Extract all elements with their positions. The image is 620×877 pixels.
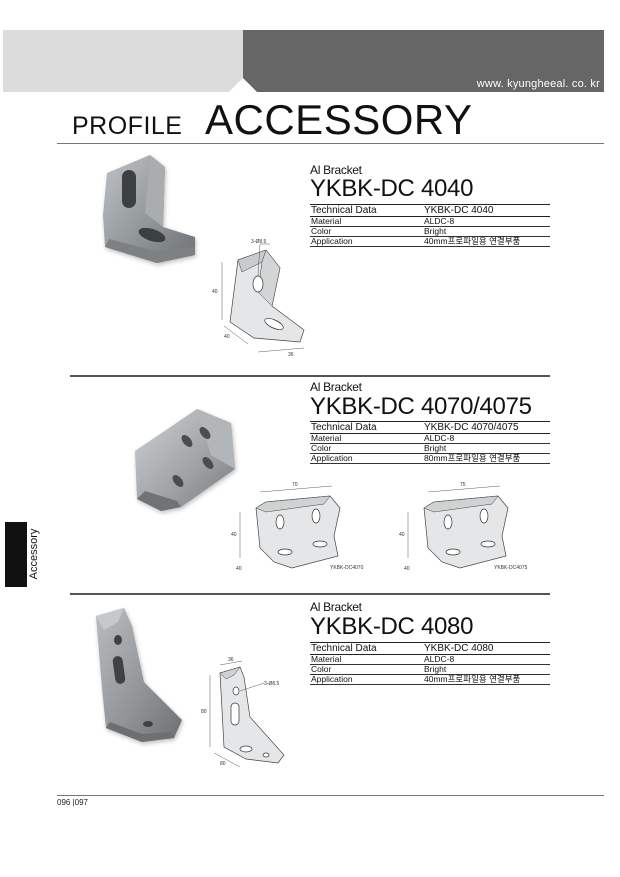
spec-value: ALDC-8	[423, 433, 550, 444]
spec-header-row: Technical Data YKBK-DC 4070/4075	[310, 421, 550, 434]
side-tab-label: Accessory	[28, 528, 40, 580]
dim-width: 70	[292, 482, 298, 488]
spec-table: Technical Data YKBK-DC 4080 Material ALD…	[310, 642, 550, 685]
spec-value: Bright	[423, 443, 550, 454]
spec-row: Application 80mm프로파일용 연결부품	[310, 453, 550, 464]
spec-row: Application 40mm프로파일용 연결부품	[310, 236, 550, 247]
spec-header-label: Technical Data	[310, 204, 423, 217]
technical-drawing-4080: 36 80 80 3-Ø8.5	[201, 657, 285, 768]
spec-value: Bright	[423, 664, 550, 675]
technical-drawing-4070: 70 40 40 YKBK-DC4070	[231, 482, 364, 572]
product-model: YKBK-DC 4080	[310, 613, 474, 640]
section-divider	[70, 375, 550, 377]
page-title-small: PROFILE	[72, 112, 183, 140]
spec-label: Application	[310, 674, 423, 685]
dim-width: 36	[288, 352, 294, 357]
spec-label: Color	[310, 226, 423, 237]
spec-header-value: YKBK-DC 4040	[423, 204, 550, 217]
spec-label: Application	[310, 236, 423, 247]
drawing-caption-4070: YKBK-DC4070	[330, 565, 364, 571]
dim-width: 36	[228, 657, 234, 663]
product-category: Al Bracket	[310, 380, 362, 394]
product-category: Al Bracket	[310, 600, 362, 614]
dim-depth: 40	[224, 334, 230, 340]
spec-row: Color Bright	[310, 664, 550, 675]
spec-row: Application 40mm프로파일용 연결부품	[310, 674, 550, 685]
spec-header-label: Technical Data	[310, 642, 423, 655]
product-category: Al Bracket	[310, 163, 362, 177]
spec-value: ALDC-8	[423, 654, 550, 665]
spec-row: Material ALDC-8	[310, 654, 550, 665]
product-photo-4040	[103, 155, 195, 263]
dim-height: 40	[231, 532, 237, 538]
spec-header-label: Technical Data	[310, 421, 423, 434]
dim-width: 75	[460, 482, 466, 488]
drawing-label-hole: 3-Ø8.5	[264, 681, 280, 687]
dim-depth: 40	[404, 566, 410, 572]
drawing-label-hole: 3-Ø8.5	[251, 239, 267, 245]
product-model: YKBK-DC 4040	[310, 175, 474, 202]
header-rule	[57, 143, 604, 144]
product-photo-4080	[96, 608, 182, 742]
spec-value: 40mm프로파일용 연결부품	[423, 674, 550, 685]
side-tab	[5, 522, 27, 587]
page-numbers: 096 |097	[57, 798, 88, 807]
page-title-large: ACCESSORY	[205, 96, 473, 143]
dim-height: 40	[399, 532, 405, 538]
spec-value: 80mm프로파일용 연결부품	[423, 453, 550, 464]
header-banner-light	[3, 30, 243, 92]
dim-depth: 80	[220, 761, 226, 767]
spec-value: 40mm프로파일용 연결부품	[423, 236, 550, 247]
header-banner-notch	[229, 78, 257, 92]
technical-drawing-4075: 75 40 40 YKBK-DC4075	[399, 482, 528, 572]
spec-label: Material	[310, 654, 423, 665]
spec-row: Color Bright	[310, 443, 550, 454]
website-url[interactable]: www. kyungheeal. co. kr	[476, 78, 600, 90]
spec-header-value: YKBK-DC 4080	[423, 642, 550, 655]
spec-label: Color	[310, 443, 423, 454]
product-model: YKBK-DC 4070/4075	[310, 393, 532, 420]
spec-label: Material	[310, 216, 423, 227]
spec-row: Color Bright	[310, 226, 550, 237]
dim-height: 40	[212, 289, 218, 295]
technical-drawing-4040: 3-Ø8.5 40 40 36	[212, 239, 305, 357]
spec-header-value: YKBK-DC 4070/4075	[423, 421, 550, 434]
spec-table: Technical Data YKBK-DC 4070/4075 Materia…	[310, 421, 550, 464]
product-photo-4070	[135, 409, 235, 511]
spec-label: Application	[310, 453, 423, 464]
spec-label: Color	[310, 664, 423, 675]
drawing-caption-4075: YKBK-DC4075	[494, 565, 528, 571]
footer-rule	[57, 795, 604, 796]
spec-header-row: Technical Data YKBK-DC 4080	[310, 642, 550, 655]
spec-row: Material ALDC-8	[310, 216, 550, 227]
spec-value: Bright	[423, 226, 550, 237]
dim-height: 80	[201, 709, 207, 715]
spec-header-row: Technical Data YKBK-DC 4040	[310, 204, 550, 217]
header-banner-dark	[243, 30, 604, 92]
spec-value: ALDC-8	[423, 216, 550, 227]
spec-table: Technical Data YKBK-DC 4040 Material ALD…	[310, 204, 550, 247]
spec-label: Material	[310, 433, 423, 444]
section-divider	[70, 593, 550, 595]
spec-row: Material ALDC-8	[310, 433, 550, 444]
dim-depth: 40	[236, 566, 242, 572]
